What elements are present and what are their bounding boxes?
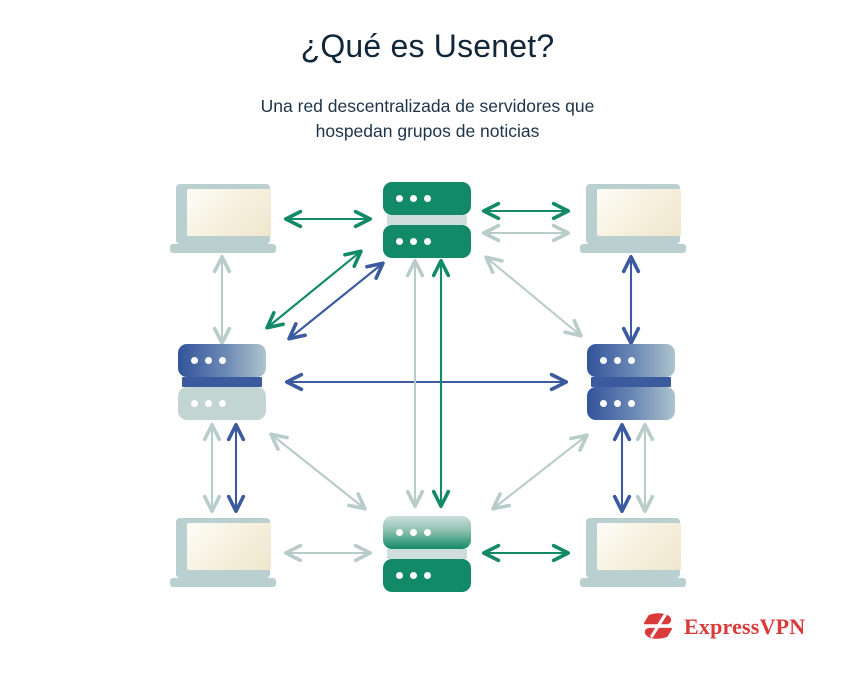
server-led-dots <box>396 238 431 245</box>
led-dot <box>396 529 403 536</box>
laptop-lid <box>586 518 681 578</box>
page-subtitle: Una red descentralizada de servidores qu… <box>0 94 855 144</box>
server-unit-top <box>178 344 266 377</box>
led-dot <box>628 400 635 407</box>
connection-arrows <box>202 201 655 563</box>
expressvpn-logo[interactable]: ExpressVPN <box>641 612 805 642</box>
led-dot <box>396 195 403 202</box>
server-divider <box>591 377 671 387</box>
server-unit-top <box>587 344 675 377</box>
laptop-lid <box>586 184 681 244</box>
node-laptop-top-right[interactable] <box>580 184 686 256</box>
laptop-base <box>170 244 276 253</box>
server-divider <box>387 549 467 559</box>
laptop-lid <box>176 518 271 578</box>
arrow-server-ml-server-tc-blue <box>287 261 385 341</box>
laptop-base <box>580 244 686 253</box>
node-server-middle-right[interactable] <box>587 344 675 420</box>
led-dot <box>600 400 607 407</box>
subtitle-line-2: hospedan grupos de noticias <box>315 120 540 141</box>
led-dot <box>410 529 417 536</box>
server-unit-top <box>383 182 471 215</box>
led-dot <box>614 400 621 407</box>
led-dot <box>424 572 431 579</box>
led-dot <box>424 195 431 202</box>
server-unit-top <box>383 516 471 549</box>
led-dot <box>396 238 403 245</box>
laptop-lid <box>176 184 271 244</box>
led-dot <box>424 238 431 245</box>
led-dot <box>410 572 417 579</box>
expressvpn-wordmark: ExpressVPN <box>684 614 806 639</box>
laptop-screen <box>187 189 271 236</box>
led-dot <box>219 357 226 364</box>
led-dot <box>614 357 621 364</box>
server-unit-bottom <box>587 387 675 420</box>
arrow-server-ml-server-bc <box>269 432 367 511</box>
network-diagram <box>0 150 855 620</box>
node-server-bottom-center[interactable] <box>383 516 471 592</box>
node-laptop-top-left[interactable] <box>170 184 276 256</box>
server-unit-bottom <box>383 225 471 258</box>
server-divider <box>182 377 262 387</box>
led-dot <box>205 357 212 364</box>
led-dot <box>396 572 403 579</box>
led-dot <box>205 400 212 407</box>
expressvpn-e-mark-icon <box>643 613 673 639</box>
node-laptop-bottom-left[interactable] <box>170 518 276 590</box>
arrow-server-bc-server-mr <box>491 433 589 511</box>
led-dot <box>424 529 431 536</box>
server-led-dots <box>600 357 635 364</box>
server-unit-bottom <box>178 387 266 420</box>
server-led-dots <box>600 400 635 407</box>
arrow-server-tc-server-mr <box>484 255 583 338</box>
led-dot <box>191 400 198 407</box>
led-dot <box>410 238 417 245</box>
server-divider <box>387 215 467 225</box>
led-dot <box>219 400 226 407</box>
server-led-dots <box>191 357 226 364</box>
server-led-dots <box>396 572 431 579</box>
page-title: ¿Qué es Usenet? <box>300 28 555 64</box>
subtitle-line-1: Una red descentralizada de servidores qu… <box>260 96 595 116</box>
server-unit-bottom <box>383 559 471 592</box>
node-server-middle-left[interactable] <box>178 344 266 420</box>
led-dot <box>410 195 417 202</box>
laptop-screen <box>597 189 681 236</box>
server-led-dots <box>396 529 431 536</box>
led-dot <box>191 357 198 364</box>
node-server-top-center[interactable] <box>383 182 471 258</box>
laptop-screen <box>597 523 681 570</box>
laptop-base <box>170 578 276 587</box>
led-dot <box>628 357 635 364</box>
server-led-dots <box>191 400 226 407</box>
arrow-server-ml-server-tc-green <box>265 249 363 330</box>
node-laptop-bottom-right[interactable] <box>580 518 686 590</box>
laptop-screen <box>187 523 271 570</box>
server-led-dots <box>396 195 431 202</box>
led-dot <box>600 357 607 364</box>
laptop-base <box>580 578 686 587</box>
